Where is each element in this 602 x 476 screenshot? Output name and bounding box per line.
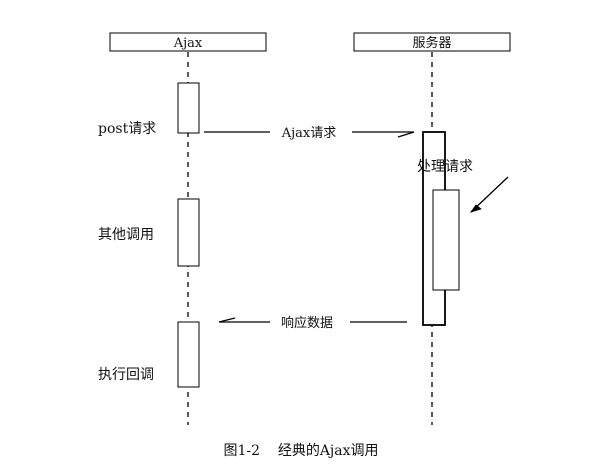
response-label: 响应数据 bbox=[281, 315, 333, 331]
participant-server-label: 服务器 bbox=[412, 35, 451, 51]
step-label-callback: 执行回调 bbox=[98, 367, 154, 383]
ajax-activation-other bbox=[177, 198, 200, 267]
response-arrowhead bbox=[218, 317, 236, 323]
participant-server-box bbox=[353, 32, 511, 52]
request-message: Ajax请求 bbox=[204, 126, 415, 141]
response-message: 响应数据 bbox=[218, 315, 407, 331]
ajax-activation-post bbox=[177, 82, 200, 134]
participant-server: 服务器 bbox=[353, 32, 511, 52]
server-step-label: 处理请求 bbox=[417, 159, 473, 175]
figure-caption: 图1-2 经典的Ajax调用 bbox=[223, 443, 379, 459]
participant-ajax-box bbox=[109, 32, 267, 52]
participant-ajax-label: Ajax bbox=[173, 36, 203, 51]
ajax-activation-callback bbox=[177, 321, 200, 388]
step-label-other: 其他调用 bbox=[98, 227, 154, 243]
request-arrowhead bbox=[397, 131, 415, 138]
processing-pointer-arrowhead bbox=[469, 204, 482, 213]
sequence-diagram: Ajax 服务器 post请求 其他调用 执行回调 Ajax请求 处理请求 响应… bbox=[98, 32, 511, 425]
request-label: Ajax请求 bbox=[281, 126, 337, 141]
server-processing-box bbox=[432, 189, 460, 291]
step-label-post: post请求 bbox=[98, 121, 156, 137]
processing-pointer-arrow bbox=[469, 176, 509, 213]
participant-ajax: Ajax bbox=[109, 32, 267, 52]
